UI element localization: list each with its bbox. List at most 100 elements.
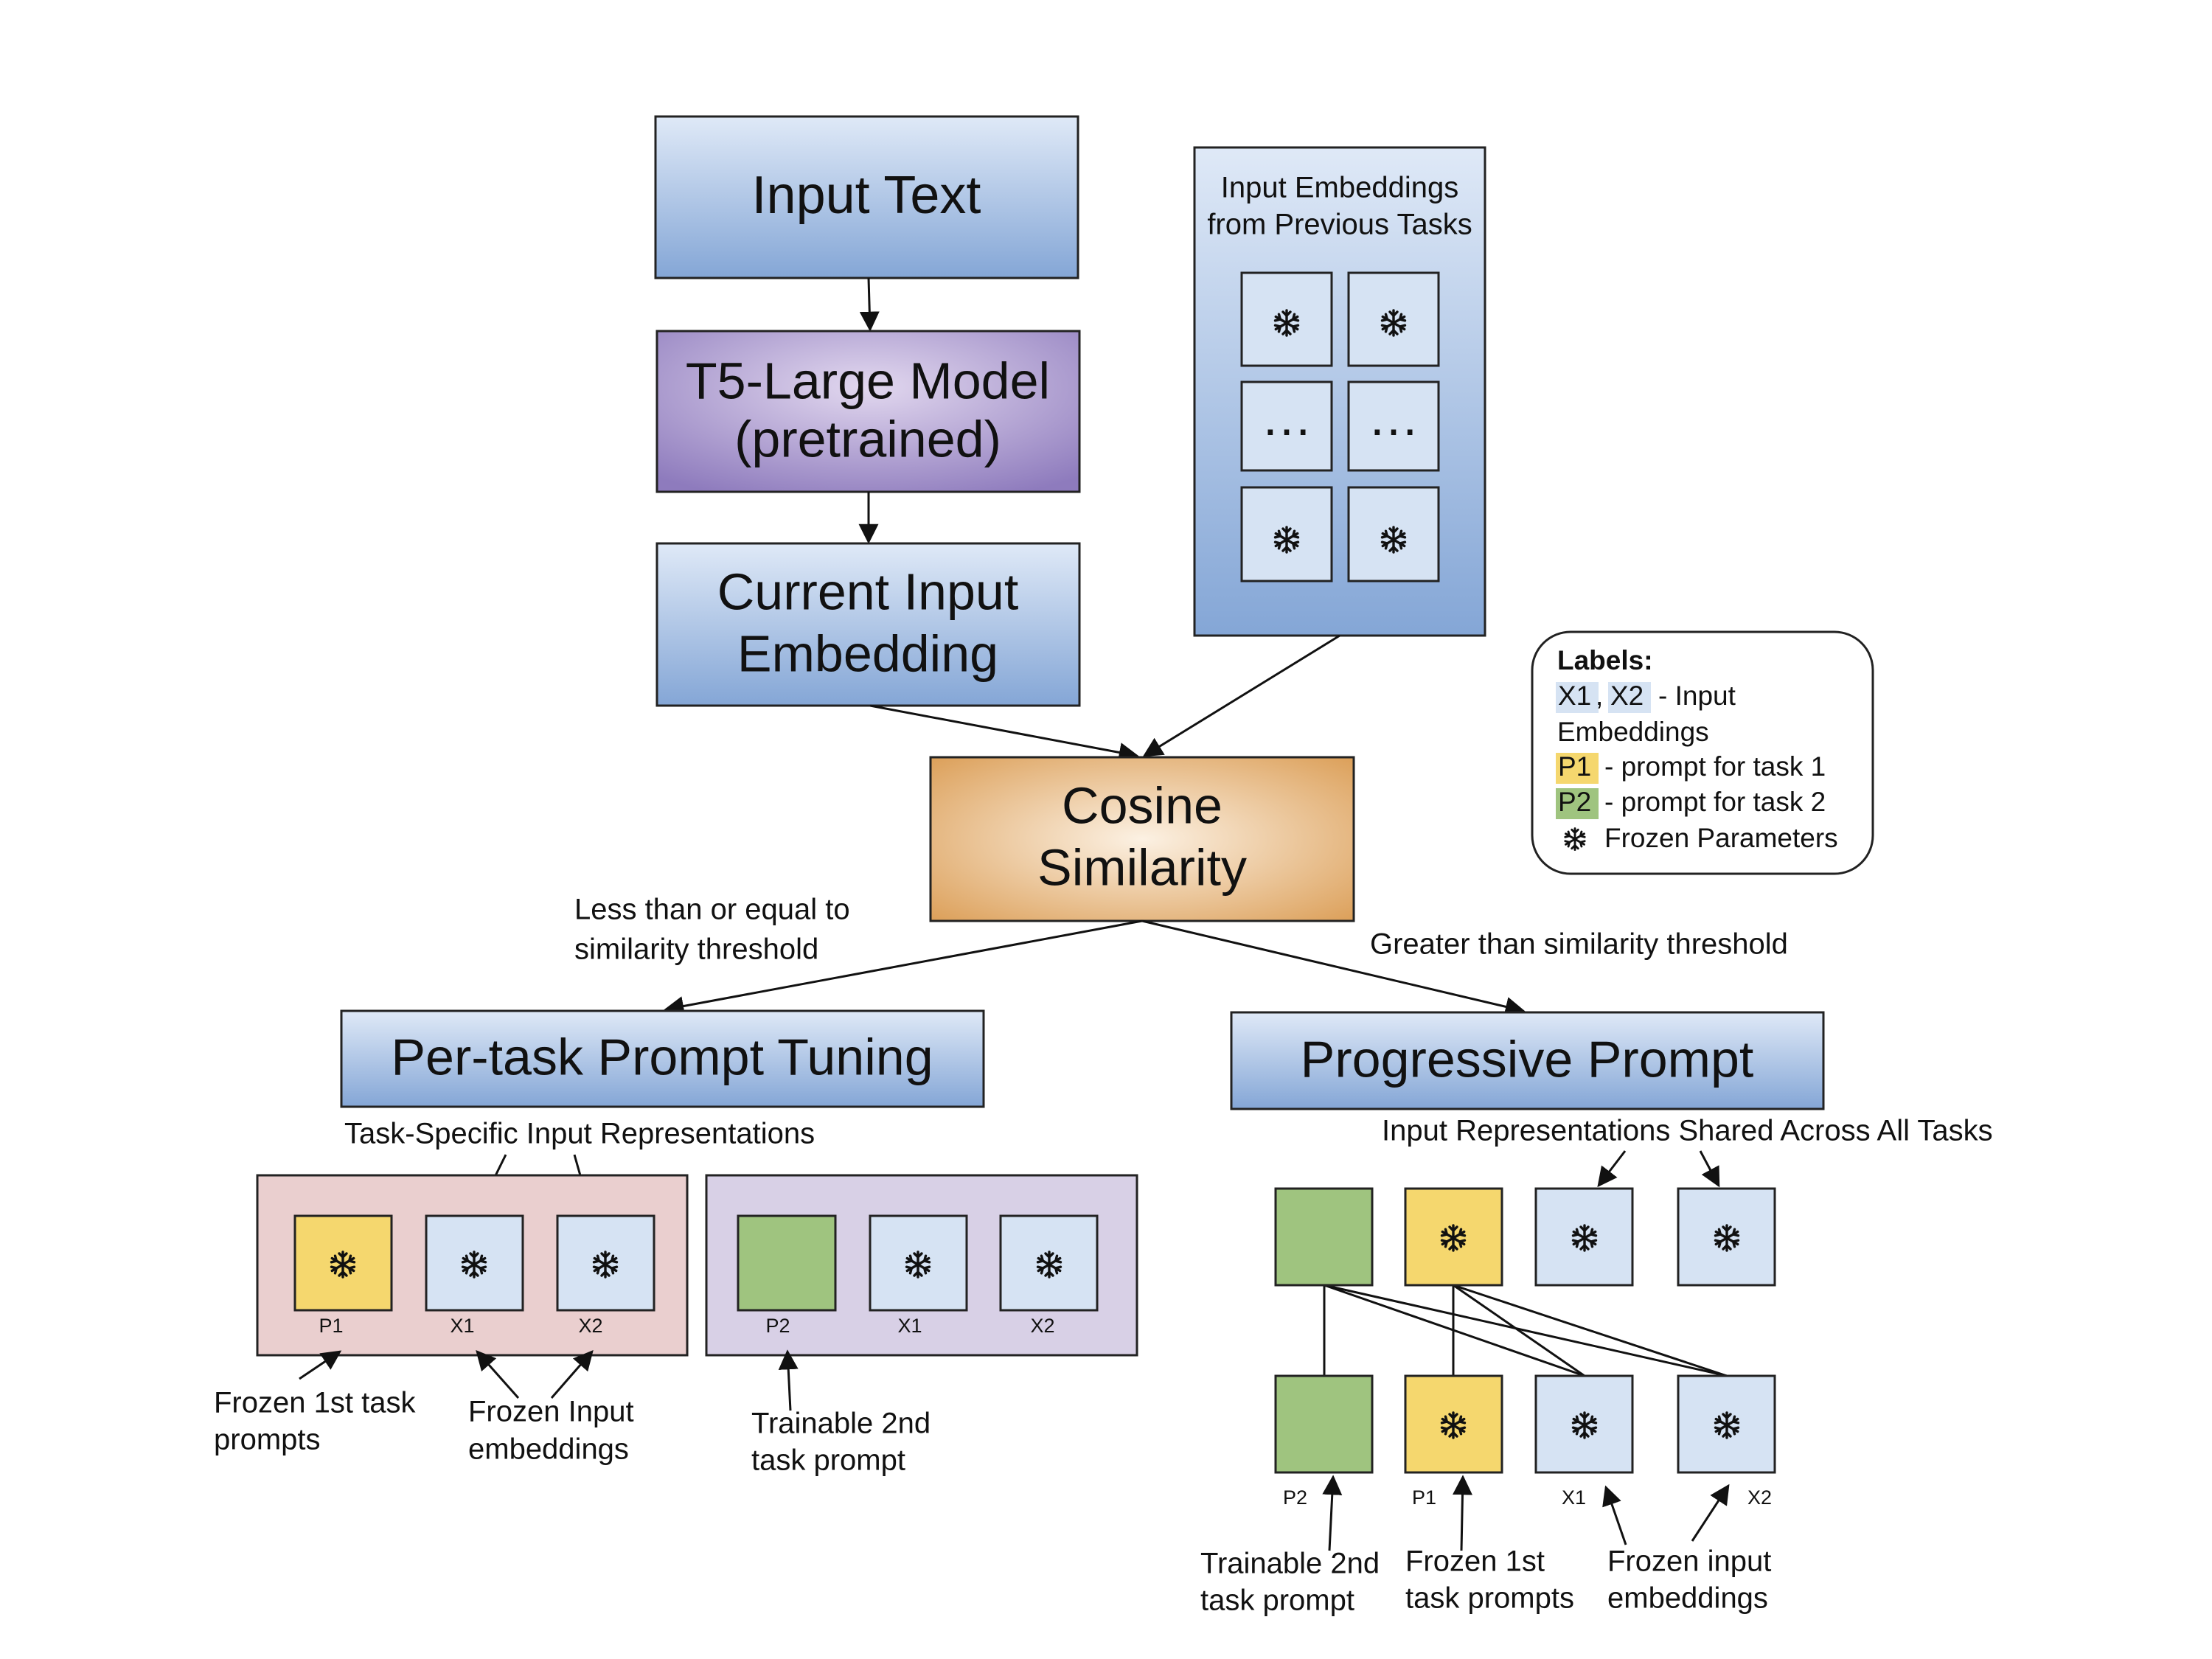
arrow-note-to-bottom-x1: [1602, 1485, 1627, 1545]
ellipsis-label: …: [1261, 389, 1312, 446]
cell-label: X1: [1562, 1486, 1586, 1509]
prog-note-trainable-line2: task prompt: [1200, 1585, 1354, 1617]
progressive-bottom-row: P2 P1 X1 X2: [1274, 1374, 1776, 1509]
progressive-top-row: [1274, 1187, 1776, 1287]
arrow-note-to-x1: [476, 1349, 520, 1399]
branch-left-label-line2: similarity threshold: [574, 933, 818, 966]
top-x2-cell: [1677, 1187, 1776, 1287]
legend-x1-swatch: [1556, 682, 1599, 713]
model-label-line1: T5-Large Model: [686, 352, 1050, 409]
previous-embeddings-label-line2: from Previous Tasks: [1207, 209, 1472, 241]
bottom-x1-cell: [1534, 1374, 1634, 1474]
current-embedding-box: Current Input Embedding: [655, 542, 1081, 707]
cell-label: P1: [319, 1315, 343, 1337]
top-p1-cell: [1404, 1187, 1503, 1287]
top-x1-cell: [1534, 1187, 1634, 1287]
legend-x-desc-line1: - Input: [1658, 681, 1736, 711]
cell-label: X1: [897, 1315, 922, 1337]
arrow-note-to-bottom-x2: [1691, 1484, 1730, 1542]
per-task-title: Per-task Prompt Tuning: [391, 1028, 933, 1085]
prog-note-frozen-prompts-line2: task prompts: [1405, 1582, 1574, 1615]
prev-embedding-cell: [1240, 486, 1333, 582]
legend-x-desc-line2: Embeddings: [1557, 717, 1709, 747]
legend-p2-desc: - prompt for task 2: [1604, 787, 1826, 817]
note-trainable-line1: Trainable 2nd: [751, 1408, 931, 1440]
prev-embedding-cell: [1347, 271, 1440, 367]
progressive-title-box: Progressive Prompt: [1230, 1011, 1825, 1110]
note-trainable-line2: task prompt: [751, 1444, 905, 1477]
arrow-previous-to-cosine: [1142, 634, 1340, 757]
prev-embedding-cell: [1347, 486, 1440, 582]
branch-right-label: Greater than similarity threshold: [1370, 928, 1788, 961]
model-label-line2: (pretrained): [734, 410, 1001, 467]
progressive-connections: [1323, 1284, 1728, 1377]
arrow-to-progressive: [1141, 919, 1526, 1017]
previous-embeddings-label-line1: Input Embeddings: [1221, 172, 1458, 204]
prog-note-trainable-line1: Trainable 2nd: [1200, 1548, 1380, 1580]
legend-p2: P2: [1558, 787, 1591, 817]
per-task-group-task2: P2 X1 X2: [705, 1174, 1138, 1357]
legend-x1: X1: [1558, 681, 1591, 711]
bottom-p2-cell: [1274, 1374, 1374, 1474]
p2-cell: [737, 1214, 837, 1312]
prog-note-frozen-inputs-line1: Frozen input: [1607, 1545, 1771, 1578]
top-p2-cell: [1274, 1187, 1374, 1287]
arrow-note-to-p1: [299, 1350, 342, 1380]
t5-model-box: T5-Large Model (pretrained): [655, 330, 1081, 493]
bottom-p1-cell: [1404, 1374, 1503, 1474]
arrow-subtitle-to-top-x1: [1597, 1150, 1627, 1188]
branch-left-label-line1: Less than or equal to: [574, 894, 850, 926]
legend-frozen-desc: Frozen Parameters: [1604, 823, 1838, 853]
bottom-x2-cell: [1677, 1374, 1776, 1474]
x2-cell: [999, 1214, 1099, 1312]
cosine-similarity-box: Cosine Similarity: [929, 756, 1355, 922]
previous-embeddings-panel: Input Embeddings from Previous Tasks … …: [1193, 146, 1486, 637]
arrow-embedding-to-cosine: [869, 704, 1139, 762]
p1-cell: [293, 1214, 393, 1312]
prev-embedding-cell: …: [1347, 380, 1440, 472]
cell-label: X2: [1030, 1315, 1054, 1337]
ellipsis-label: …: [1368, 389, 1419, 446]
legend-x2: X2: [1610, 681, 1644, 711]
x2-cell: [556, 1214, 655, 1312]
legend-comma: ,: [1596, 681, 1603, 711]
prog-note-frozen-prompts-line1: Frozen 1st: [1405, 1545, 1545, 1578]
arrow-to-per-task: [664, 919, 1143, 1016]
cosine-label-line1: Cosine: [1062, 776, 1222, 834]
cell-label: P1: [1412, 1486, 1436, 1509]
cosine-label-line2: Similarity: [1037, 838, 1247, 896]
prog-note-frozen-inputs-line2: embeddings: [1607, 1582, 1768, 1615]
progressive-title: Progressive Prompt: [1301, 1030, 1754, 1088]
input-text-label: Input Text: [752, 166, 981, 225]
arrow-input-to-model: [859, 277, 880, 332]
legend-p1-swatch: [1556, 753, 1599, 784]
arrow-note-to-bottom-p1: [1453, 1475, 1473, 1551]
prev-embedding-cell: [1240, 271, 1333, 367]
legend-title: Labels:: [1557, 645, 1653, 675]
cell-label: P2: [1283, 1486, 1307, 1509]
x1-cell: [869, 1214, 968, 1312]
cell-label: X2: [1747, 1486, 1772, 1509]
per-task-subtitle: Task-Specific Input Representations: [344, 1118, 815, 1150]
progressive-subtitle: Input Representations Shared Across All …: [1382, 1115, 1993, 1147]
legend-p1: P1: [1558, 751, 1591, 782]
legend-box: Labels: X1 , X2 - Input Embeddings P1 - …: [1531, 630, 1874, 875]
per-task-title-box: Per-task Prompt Tuning: [340, 1009, 985, 1108]
legend-p2-swatch: [1556, 788, 1599, 819]
arrow-note-to-p2: [778, 1349, 799, 1411]
prev-embedding-cell: …: [1240, 380, 1333, 472]
x1-cell: [425, 1214, 524, 1312]
cell-label: X1: [450, 1315, 474, 1337]
note-frozen-prompts-line2: prompts: [214, 1424, 321, 1456]
note-frozen-inputs-line1: Frozen Input: [468, 1396, 634, 1428]
legend-p1-desc: - prompt for task 1: [1604, 751, 1826, 782]
arrow-note-to-x2: [550, 1349, 594, 1399]
note-frozen-prompts-line1: Frozen 1st task: [214, 1387, 416, 1419]
current-embedding-label-line2: Embedding: [737, 625, 998, 682]
cell-label: P2: [765, 1315, 790, 1337]
legend-x2-swatch: [1608, 682, 1651, 713]
arrow-note-to-bottom-p2: [1322, 1475, 1343, 1551]
note-frozen-inputs-line2: embeddings: [468, 1433, 629, 1466]
